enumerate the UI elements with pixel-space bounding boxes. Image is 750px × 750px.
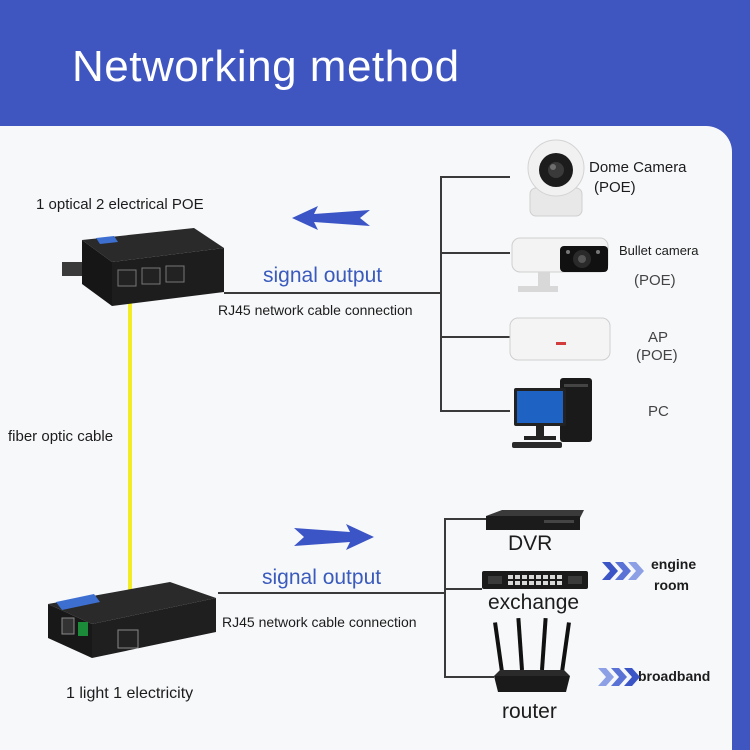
router-icon bbox=[493, 618, 571, 692]
bottom-branch-1 bbox=[444, 518, 486, 520]
top-converter-label: 1 optical 2 electrical POE bbox=[36, 196, 204, 213]
bottom-branch-2 bbox=[444, 588, 482, 590]
header-band bbox=[0, 0, 750, 128]
side-strip bbox=[732, 126, 750, 750]
engine-room-label-1: engine bbox=[651, 556, 697, 572]
dome-camera-icon bbox=[527, 139, 585, 217]
poe-media-converter-icon bbox=[62, 228, 224, 306]
bottom-bus-line bbox=[444, 518, 446, 676]
bottom-signal-output: signal output bbox=[262, 566, 382, 589]
pc-icon bbox=[512, 378, 592, 448]
bullet-camera-sub: (POE) bbox=[634, 272, 676, 289]
dome-camera-sub: (POE) bbox=[594, 179, 636, 196]
left-arrow-icon bbox=[292, 206, 370, 230]
fiber-optic-cable bbox=[128, 300, 132, 590]
dvr-icon bbox=[486, 510, 584, 530]
top-branch-4 bbox=[440, 410, 510, 412]
engine-room-label-2: room bbox=[654, 577, 689, 593]
ap-label: AP bbox=[648, 329, 669, 346]
bottom-branch-3 bbox=[444, 676, 494, 678]
bullet-camera-label: Bullet camera bbox=[619, 243, 699, 258]
top-signal-output: signal output bbox=[263, 264, 383, 287]
top-branch-2 bbox=[440, 252, 510, 254]
chevrons-engine-icon bbox=[602, 562, 644, 580]
top-branch-1 bbox=[440, 176, 510, 178]
top-cable-label: RJ45 network cable connection bbox=[218, 302, 413, 318]
broadband-label: broadband bbox=[638, 668, 711, 684]
bullet-camera-icon bbox=[511, 237, 609, 292]
top-cable-line bbox=[224, 292, 442, 294]
exchange-label: exchange bbox=[488, 591, 580, 614]
access-point-icon bbox=[509, 317, 611, 361]
ap-sub: (POE) bbox=[636, 347, 678, 364]
bottom-cable-label: RJ45 network cable connection bbox=[222, 614, 417, 630]
media-converter-icon bbox=[48, 582, 216, 658]
bottom-converter-label: 1 light 1 electricity bbox=[66, 685, 194, 702]
chevrons-broadband-icon bbox=[598, 668, 640, 686]
switch-icon bbox=[482, 571, 588, 589]
dvr-label: DVR bbox=[508, 532, 553, 555]
bottom-cable-line bbox=[218, 592, 446, 594]
router-label: router bbox=[502, 700, 557, 723]
top-branch-3 bbox=[440, 336, 510, 338]
top-bus-line bbox=[440, 176, 442, 412]
dome-camera-label: Dome Camera bbox=[589, 159, 687, 176]
page-title: Networking method bbox=[72, 42, 460, 91]
pc-label: PC bbox=[648, 403, 669, 420]
fiber-label: fiber optic cable bbox=[8, 428, 114, 445]
right-arrow-icon bbox=[294, 524, 374, 550]
